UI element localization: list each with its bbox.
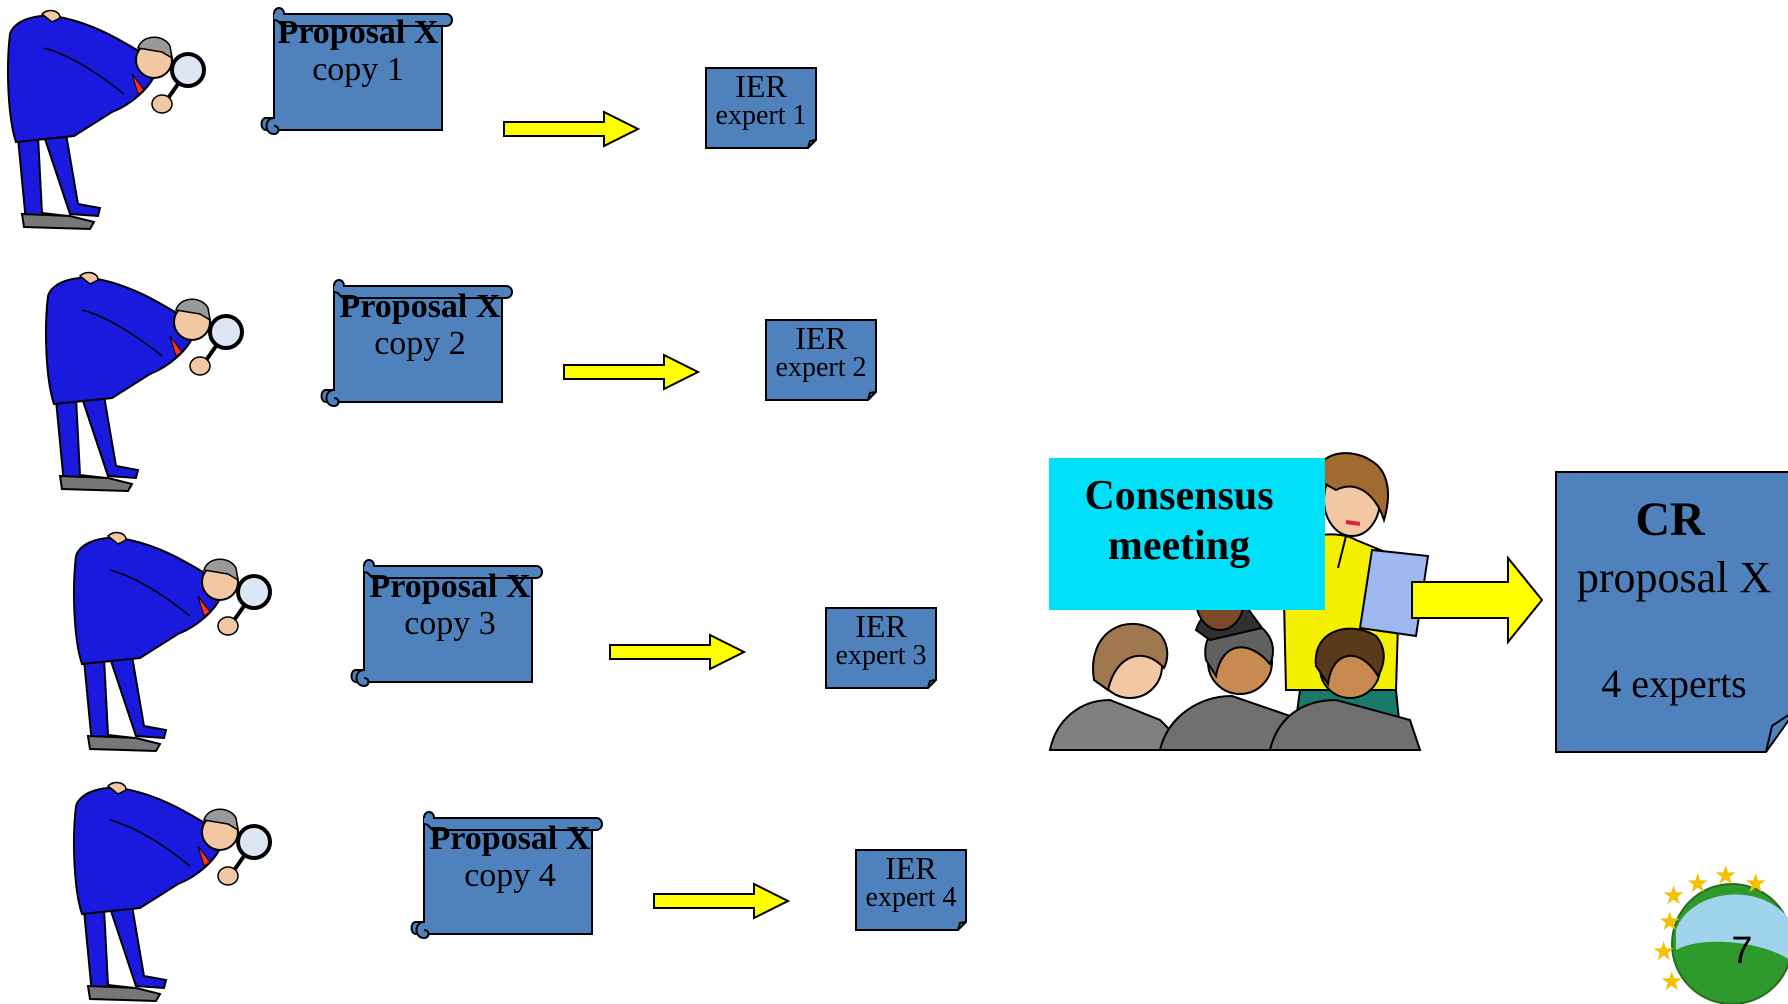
proposal-label-2: Proposal X copy 2 [330, 288, 510, 363]
svg-text:★: ★ [1652, 937, 1675, 966]
proposal-title-1: Proposal X [277, 14, 439, 51]
proposal-title-2: Proposal X [339, 288, 501, 325]
cr-proposal-label: proposal X [1576, 553, 1772, 602]
consensus-label-box [1049, 458, 1325, 610]
proposal-label-4: Proposal X copy 4 [420, 820, 600, 895]
expert-icon-3 [72, 530, 272, 753]
consensus-line-1: Consensus [1084, 473, 1274, 519]
ier-label-2: IER expert 2 [766, 322, 876, 382]
eu-stars-globe-logo-icon: ★ ★ ★ ★ ★ ★ ★ [1652, 861, 1788, 1004]
ier-expert-3: expert 3 [835, 640, 927, 671]
cr-experts-label: 4 experts [1601, 661, 1747, 706]
proposal-copy-3: copy 3 [404, 605, 496, 643]
cr-title: CR [1635, 493, 1705, 546]
ier-label-4: IER expert 4 [856, 852, 966, 912]
svg-text:★: ★ [1714, 861, 1737, 890]
proposal-label-1: Proposal X copy 1 [268, 14, 448, 89]
svg-text:★: ★ [1662, 881, 1685, 910]
cr-document [1555, 471, 1788, 753]
expert-icon-4 [72, 780, 272, 1003]
ier-expert-1: expert 1 [715, 100, 807, 131]
svg-text:★: ★ [1658, 907, 1681, 936]
arrow-2 [563, 354, 699, 390]
svg-text:★: ★ [1686, 869, 1709, 898]
svg-text:★: ★ [1660, 967, 1683, 996]
arrow-3 [609, 634, 745, 670]
proposal-copy-2: copy 2 [374, 325, 466, 363]
ier-label-1: IER expert 1 [706, 70, 816, 130]
slide-number: 7 [1731, 930, 1753, 972]
proposal-copy-4: copy 4 [464, 857, 556, 895]
ier-title-2: IER [795, 320, 847, 356]
ier-title-3: IER [855, 608, 907, 644]
svg-text:★: ★ [1744, 869, 1767, 898]
proposal-copy-1: copy 1 [312, 51, 404, 89]
ier-title-4: IER [885, 850, 937, 886]
consensus-meeting-illustration [1048, 452, 1544, 751]
consensus-line-2: meeting [1107, 522, 1251, 569]
ier-expert-4: expert 4 [865, 882, 957, 913]
consensus-meeting-label: Consensus meeting [1049, 472, 1309, 571]
ier-label-3: IER expert 3 [826, 610, 936, 670]
ier-expert-2: expert 2 [775, 352, 867, 383]
expert-icon-1 [6, 8, 206, 231]
arrow-1 [503, 111, 639, 147]
expert-icon-2 [44, 270, 244, 493]
ier-title-1: IER [735, 68, 787, 104]
proposal-title-4: Proposal X [429, 820, 591, 857]
proposal-label-3: Proposal X copy 3 [360, 568, 540, 643]
arrow-4 [653, 883, 789, 919]
proposal-title-3: Proposal X [369, 568, 531, 605]
